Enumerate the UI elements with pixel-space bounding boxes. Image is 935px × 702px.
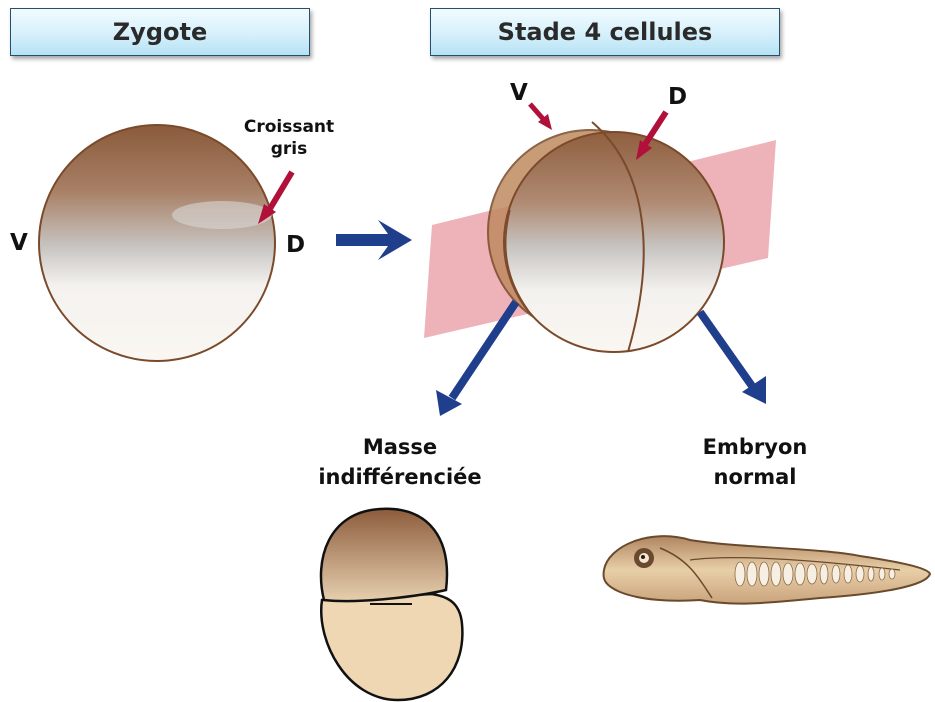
transition-arrow [336,220,412,260]
four-cell-dorsal-label: D [668,84,687,110]
mass-caption-line1: Masse [300,432,500,462]
four-cell-ventral-label: V [510,80,528,106]
embryo-caption-line2: normal [680,462,830,492]
grey-crescent-line2: gris [234,138,344,160]
four-cell-egg [424,122,776,352]
mass-caption: Masse indifférenciée [300,432,500,492]
undifferentiated-mass [321,509,462,700]
zygote-egg [39,125,275,361]
ventral-arrow [530,104,552,130]
grey-crescent-line1: Croissant [234,116,344,138]
normal-embryo [604,536,930,603]
zygote-ventral-label: V [10,230,28,256]
arrow-to-embryo [700,312,766,404]
embryo-caption-line1: Embryon [680,432,830,462]
mass-caption-line2: indifférenciée [300,462,500,492]
grey-crescent-label: Croissant gris [234,116,344,160]
zygote-dorsal-label: D [286,232,305,258]
embryo-caption: Embryon normal [680,432,830,492]
